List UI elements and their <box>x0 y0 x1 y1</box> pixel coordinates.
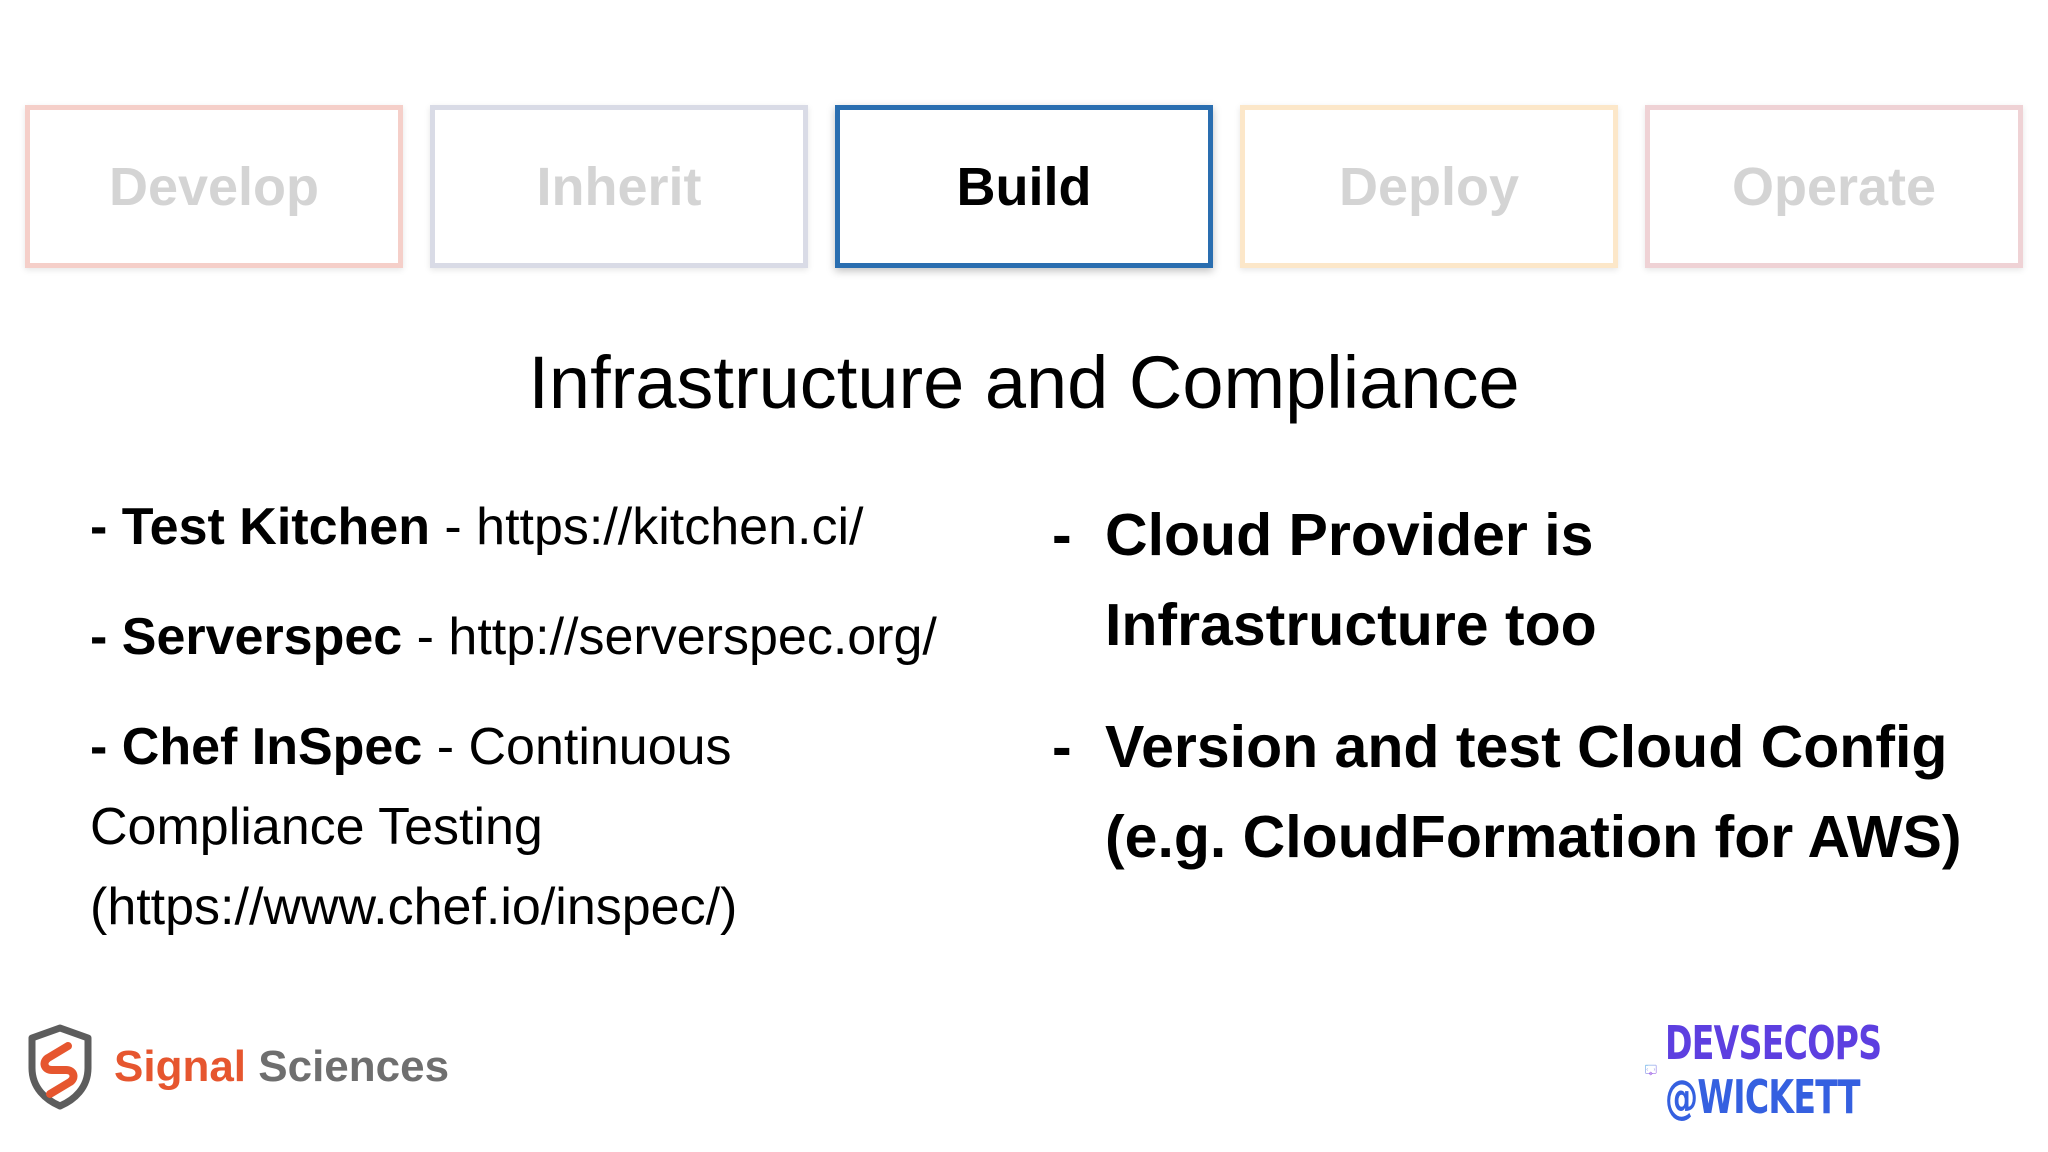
stage-label: Develop <box>108 156 320 217</box>
signal-sciences-shield-icon <box>28 1024 92 1110</box>
list-item: - Cloud Provider is Infrastructure too <box>1052 490 1625 670</box>
stage-develop: Develop <box>25 105 403 268</box>
stage-label: Operate <box>1731 156 1937 217</box>
stage-inherit: Inherit <box>430 105 808 268</box>
signal-sciences-logo: Signal Sciences <box>24 1022 449 1112</box>
brand-word-signal: Signal <box>114 1042 247 1091</box>
list-item: - Test Kitchen - https://kitchen.ci/ <box>90 487 1040 567</box>
item-detail: - https://kitchen.ci/ <box>429 498 864 556</box>
stage-label: Deploy <box>1338 156 1520 217</box>
devsecops-badge: DEVSECOPS @WICKETT <box>1645 1010 1965 1130</box>
stage-build: Build <box>835 105 1213 268</box>
item-dash: - <box>90 608 122 666</box>
list-item: - Serverspec - http://serverspec.org/ <box>90 597 1040 677</box>
devsecops-line2: @WICKETT <box>1664 1070 1860 1124</box>
item-detail: - http://serverspec.org/ <box>402 608 937 666</box>
stage-label: Build <box>956 156 1092 217</box>
stage-operate: Operate <box>1645 105 2023 268</box>
stage-label: Inherit <box>536 156 702 217</box>
list-item: - Chef InSpec - Continuous Compliance Te… <box>90 707 810 947</box>
cloud-points-list: - Cloud Provider is Infrastructure too -… <box>1052 490 2012 914</box>
item-dash: - <box>1052 714 1072 780</box>
tools-list: - Test Kitchen - https://kitchen.ci/ - S… <box>90 487 1040 977</box>
item-text: Version and test Cloud Config (e.g. Clou… <box>1105 714 1962 870</box>
item-detail: - Continuous Compliance Testing (https:/… <box>90 718 738 936</box>
devsecops-line1: DEVSECOPS <box>1664 1016 1882 1070</box>
item-text: Cloud Provider is Infrastructure too <box>1105 502 1597 658</box>
devsecops-text: DEVSECOPS @WICKETT <box>1664 1016 1882 1124</box>
item-name: Test Kitchen <box>121 498 430 556</box>
item-dash: - <box>1052 502 1072 568</box>
brand-name: Signal Sciences <box>114 1042 449 1092</box>
item-dash: - <box>90 498 122 556</box>
item-name: Chef InSpec <box>121 718 423 776</box>
stage-deploy: Deploy <box>1240 105 1618 268</box>
list-item: - Version and test Cloud Config (e.g. Cl… <box>1052 702 2005 882</box>
slide-title: Infrastructure and Compliance <box>528 341 1520 424</box>
item-name: Serverspec <box>121 608 403 666</box>
code-window-gear-icon <box>1645 1064 1657 1076</box>
brand-word-sciences: Sciences <box>258 1042 450 1091</box>
item-dash: - <box>90 718 122 776</box>
